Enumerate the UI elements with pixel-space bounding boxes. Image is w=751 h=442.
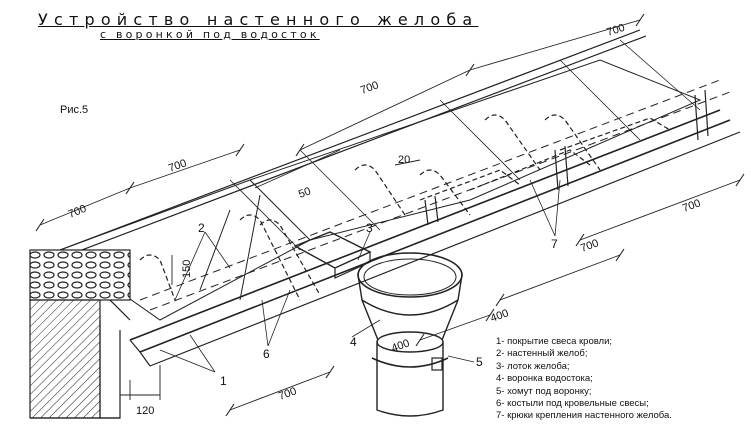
dim-400-funnel: 400 — [390, 337, 411, 355]
roof-ridge-line-2 — [65, 35, 647, 257]
wall-section — [29, 249, 131, 419]
callout-3: 3 — [366, 221, 373, 235]
dim-20: 20 — [398, 154, 410, 166]
funnel-clamp — [371, 357, 449, 368]
dim-120: 120 — [136, 405, 154, 417]
dim-700-bottom: 700 — [277, 385, 298, 403]
downpipe — [376, 342, 444, 417]
dim-line-top — [469, 19, 641, 71]
dim-150: 150 — [181, 260, 193, 278]
dim-700-right: 700 — [681, 197, 702, 215]
dim-400-right: 400 — [489, 307, 510, 325]
callout-1: 1 — [220, 374, 227, 388]
callout-5: 5 — [476, 355, 483, 369]
dim-700-lower-right: 700 — [579, 237, 600, 255]
roof-bracket-a — [239, 214, 301, 301]
wall-gutter — [129, 109, 721, 341]
legend-item: 5- хомут под воронку; — [496, 385, 592, 397]
legend-item: 4- воронка водостока; — [496, 373, 593, 385]
drawing-title: Устройство настенного желоба — [38, 10, 479, 29]
callout-numbers: 1 2 3 4 5 6 7 — [198, 221, 558, 388]
roof-bracket-b — [259, 219, 321, 296]
legend-item: 7- крюки крепления настенного желоба. — [496, 410, 672, 422]
dim-700-mid: 700 — [167, 157, 188, 175]
downpipe-funnel — [357, 274, 463, 316]
callout-7: 7 — [551, 237, 558, 251]
callout-4: 4 — [350, 335, 357, 349]
callout-2: 2 — [198, 221, 205, 235]
dimension-labels: 700 700 700 700 700 700 700 50 20 150 40… — [67, 22, 703, 417]
legend-item: 3- лоток желоба; — [496, 360, 570, 372]
gutter-hook-c — [559, 117, 671, 151]
legend: 1- покрытие свеса кровли; 2- настенный ж… — [496, 336, 746, 423]
legend-item: 1- покрытие свеса кровли; — [496, 336, 613, 347]
callout-6: 6 — [263, 347, 270, 361]
dim-700-upper: 700 — [359, 79, 380, 97]
roof-ridge-line — [59, 29, 641, 251]
gutter-hook-a — [419, 169, 521, 201]
dim-700-top: 700 — [605, 22, 626, 39]
figure-label: Рис.5 — [60, 104, 89, 116]
dim-700-left: 700 — [67, 203, 89, 221]
dim-50: 50 — [297, 185, 313, 200]
gutter-hook-b — [469, 149, 591, 191]
legend-item: 2- настенный желоб; — [496, 348, 588, 360]
downpipe-funnel-rim — [357, 252, 463, 298]
legend-item: 6- костыли под кровельные свесы; — [496, 398, 649, 410]
drawing-subtitle: с воронкой под водосток — [100, 28, 320, 41]
